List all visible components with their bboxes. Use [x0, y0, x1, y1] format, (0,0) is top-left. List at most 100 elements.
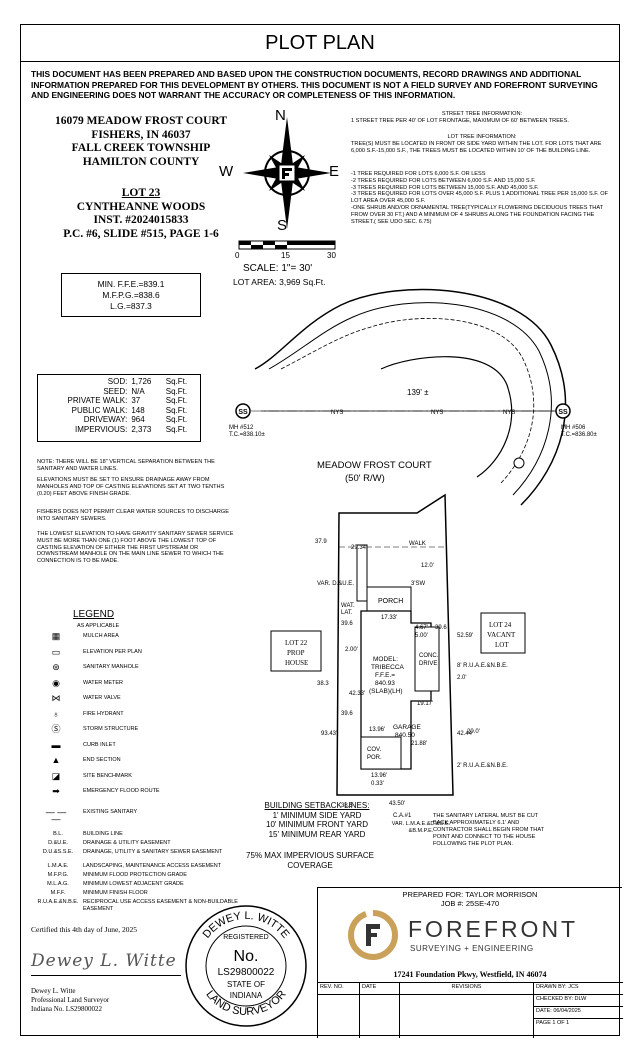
legend-subtitle: AS APPLICABLE — [77, 623, 120, 629]
abbrev-text: BUILDING LINE — [83, 830, 123, 837]
surveyor-seal: DEWEY L. WITTE LAND SURVEYOR REGISTERED … — [185, 905, 307, 1027]
scale-tick-0: 0 — [235, 251, 240, 260]
legend-symbol-icon: Ⓢ — [51, 724, 61, 734]
scale-label: SCALE: 1"= 30' — [243, 263, 313, 274]
abbrev-text: MINIMUM FLOOD PROTECTION GRADE — [83, 871, 187, 878]
site-area-unit: Sq.Ft. — [165, 424, 188, 434]
surveyor-info: Dewey L. Witte Professional Land Surveyo… — [31, 987, 109, 1014]
site-area-unit: Sq.Ft. — [165, 396, 188, 405]
abbrev-code: L.M.A.E. — [47, 862, 69, 869]
abbrev-text: RECIPROCAL USE ACCESS EASEMENT & NON-BUI… — [83, 898, 238, 912]
svg-text:SS: SS — [558, 409, 568, 416]
lot24-label: LOT 24 — [489, 621, 512, 629]
scale-tick-15: 15 — [281, 251, 290, 260]
seal-number: LS29800022 — [218, 967, 275, 978]
legend-text: WATER VALVE — [83, 695, 121, 701]
site-area-label: PRIVATE WALK: — [67, 396, 128, 405]
setback-side: 1' MINIMUM SIDE YARD — [272, 810, 362, 820]
elev-lg: L.G.=837.3 — [110, 301, 152, 311]
dim-5-00: 5.00' — [415, 633, 428, 639]
dim-42-44: 42.44' — [457, 731, 473, 737]
tree-rules: -1 TREE REQUIRED FOR LOTS 6,000 S.F. OR … — [351, 171, 613, 225]
dim-17-33: 17.33' — [381, 615, 397, 621]
compass-w: W — [219, 163, 234, 180]
abbrev-text: LANDSCAPING, MAINTENANCE ACCESS EASEMENT — [83, 862, 222, 869]
seal-indiana: INDIANA — [230, 991, 263, 1000]
dim-5-7: 2.00' — [345, 647, 358, 653]
svg-text:840.50: 840.50 — [395, 732, 415, 739]
lot-area: LOT AREA: 3,969 Sq.Ft. — [233, 277, 326, 287]
tree-rule: -3 TREES REQUIRED FOR LOTS BETWEEN 15,00… — [351, 184, 539, 191]
abbrev-code: M.F.F. — [50, 889, 66, 896]
lot-inst: INST. #2024015833 — [93, 214, 189, 226]
elev-mfpg: M.F.P.G.=838.6 — [102, 290, 160, 300]
address-line-2: FISHERS, IN 46037 — [91, 128, 191, 141]
lot-tree-title: LOT TREE INFORMATION: — [447, 134, 517, 140]
surveyor-license: Indiana No. LS29800022 — [31, 1005, 102, 1013]
tree-rule: -3 TREES REQUIRED FOR LOTS OVER 45,000 S… — [351, 191, 608, 205]
abbrev-code: M.F.P.G. — [47, 871, 69, 878]
seal-state: STATE OF — [227, 980, 265, 989]
plot-plan-sheet: PLOT PLAN THIS DOCUMENT HAS BEEN PREPARE… — [20, 24, 623, 1038]
dim-52-59: 52.59' — [457, 633, 473, 639]
site-plan-drawing: SS SS MH #512 T.C.=838.10± MH #506 T.C.=… — [229, 288, 598, 819]
legend-symbol-icon: ⋈ — [51, 693, 61, 703]
svg-text:LOT: LOT — [495, 641, 509, 649]
dim-4-67: 4.67' — [415, 625, 428, 631]
abbrev-code: D.U.&S.S.E. — [42, 848, 74, 855]
svg-text:(SLAB)(LH): (SLAB)(LH) — [369, 688, 403, 695]
legend-text: WATER METER — [83, 679, 124, 686]
svg-text:POR.: POR. — [367, 755, 382, 761]
site-area-value: 37 — [131, 396, 141, 405]
varde-label: VAR. D.&U.E. — [317, 581, 354, 587]
street-rw: (50' R/W) — [345, 473, 385, 484]
scale-bar — [238, 240, 336, 250]
mh-right-label: MH #506 — [561, 425, 586, 431]
mh-left-label: MH #512 — [229, 425, 254, 431]
setback-rear: 15' MINIMUM REAR YARD — [268, 829, 366, 839]
site-area-label: SOD: — [107, 377, 128, 386]
dim-2-0: 20.0' — [467, 729, 480, 735]
ca-label: C.A.#1 — [393, 813, 412, 819]
ruae-2: 2' R.U.A.E.&N.B.E. — [457, 763, 508, 769]
elevations-box: MIN. F.F.E.=839.1 M.F.P.G.=838.6 L.G.=83… — [61, 273, 201, 317]
dim-42-33: 42.33' — [349, 691, 365, 697]
drawing-date: DATE: 06/04/2025 — [533, 1006, 623, 1018]
site-area-value: N/A — [131, 386, 145, 396]
legend-text: SITE BENCHMARK — [83, 772, 132, 779]
rev-no-header: REV. NO. — [317, 982, 359, 994]
address-line-4: HAMILTON COUNTY — [82, 155, 200, 168]
dim-43-50: 43.50' — [389, 801, 405, 807]
dim-38-5: 38.5 — [341, 803, 353, 809]
scale-tick-30: 30 — [327, 251, 336, 260]
street-tree-text: 1 STREET TREE PER 40' OF LOT FRONTAGE, M… — [351, 118, 569, 124]
abbrev-code: D.&U.E. — [48, 839, 68, 846]
prepared-for: PREPARED FOR: TAYLOR MORRISON — [402, 890, 538, 899]
tree-rule: -2 TREES REQUIRED FOR LOTS BETWEEN 6,000… — [351, 177, 536, 184]
site-area-label: DRIVEWAY: — [83, 415, 128, 424]
company-tagline: SURVEYING + ENGINEERING — [410, 944, 534, 953]
dim-37-9: 37.9 — [315, 539, 327, 545]
abbrev-code: B.L. — [53, 830, 63, 837]
note-lowest-elevation: THE LOWEST ELEVATION TO HAVE GRAVITY SAN… — [37, 531, 234, 565]
nys-2: NYS — [431, 410, 443, 416]
signature: Dewey L. Witte — [31, 951, 177, 971]
lot-tree-text: TREE(S) MUST BE LOCATED IN FRONT OR SIDE… — [351, 141, 602, 154]
site-area-unit: Sq.Ft. — [165, 377, 188, 386]
legend-symbol-icon: ▭ — [51, 646, 61, 657]
site-area-value: 148 — [131, 405, 145, 415]
legend-text: EXISTING SANITARY — [83, 809, 138, 815]
tree-rule: -1 TREE REQUIRED FOR LOTS 6,000 S.F. OR … — [351, 171, 486, 177]
street-name: MEADOW FROST COURT — [317, 460, 432, 471]
var-de: 0.33' — [371, 781, 384, 787]
nys-3: NYS — [503, 410, 515, 416]
legend-text: CURB INLET — [83, 741, 116, 748]
company-address: 17241 Foundation Pkwy, Westfield, IN 460… — [393, 970, 547, 979]
nys-1: NYS — [331, 410, 343, 416]
site-area-row: PRIVATE WALK:37 Sq.Ft. — [38, 396, 200, 406]
disclaimer: THIS DOCUMENT HAS BEEN PREPARED AND BASE… — [31, 69, 598, 100]
